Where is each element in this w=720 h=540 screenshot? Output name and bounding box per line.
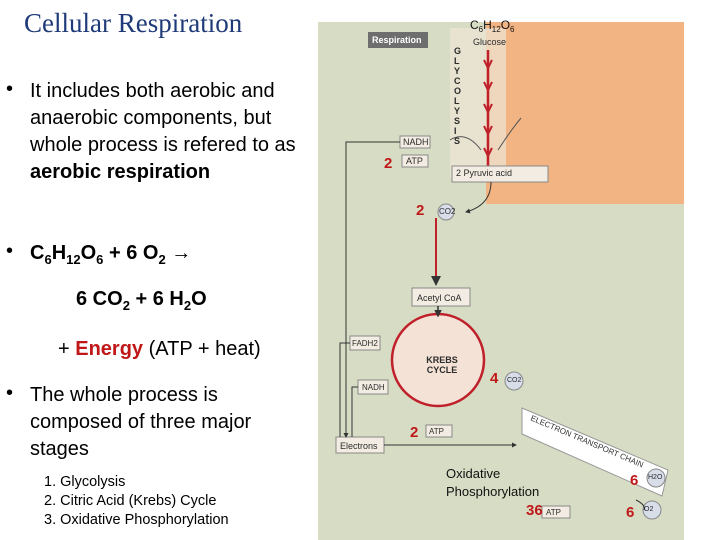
fadh2-label: FADH2 xyxy=(352,339,378,348)
glycolysis-letter: O xyxy=(454,86,462,96)
stage-item: 3. Oxidative Phosphorylation xyxy=(44,512,229,528)
eq-sub: 12 xyxy=(66,252,81,267)
arrow-icon: → xyxy=(165,242,192,264)
bullet-aerobic: It includes both aerobic and anaerobic c… xyxy=(30,78,300,186)
atp-count-glycolysis: 2 xyxy=(384,155,393,172)
phosphorylation-line: Phosphorylation xyxy=(446,484,540,499)
eq-text: O xyxy=(80,242,97,264)
glucose-formula: C6H12O6 xyxy=(470,18,515,34)
eq-sub: 2 xyxy=(183,298,192,313)
oxidative-line: Oxidative xyxy=(446,466,501,481)
glycolysis-letter: Y xyxy=(454,106,461,116)
glycolysis-letter: S xyxy=(454,116,461,126)
formula-sub: 6 xyxy=(510,25,515,34)
stage-item: 2. Citric Acid (Krebs) Cycle xyxy=(44,493,217,509)
eq-text: (ATP + heat) xyxy=(143,338,261,360)
eq-sub: 6 xyxy=(44,252,52,267)
bullet-aerobic-bold: aerobic respiration xyxy=(30,161,211,183)
atp-label: ATP xyxy=(406,156,423,166)
glycolysis-letter: Y xyxy=(454,66,461,76)
slide-title: Cellular Respiration xyxy=(24,8,243,38)
formula-sub: 12 xyxy=(491,25,501,34)
pyruvic-acid-label: 2 Pyruvic acid xyxy=(456,168,513,178)
glycolysis-letter: G xyxy=(454,46,462,56)
glycolysis-letter: L xyxy=(454,96,460,106)
acetyl-coa-box xyxy=(411,287,471,307)
co2-label: CO2 xyxy=(439,207,456,216)
eq-text: + 6 H xyxy=(129,288,184,310)
glycolysis-letter: S xyxy=(454,136,461,146)
respiration-diagram: ELECTRON TRANSPORT CHAIN xyxy=(318,22,684,540)
eq-sub: 6 xyxy=(96,252,104,267)
acetyl-coa-label: Acetyl CoA xyxy=(417,293,462,303)
krebs-cycle-label: KREBS CYCLE xyxy=(426,355,458,375)
glycolysis-letter: C xyxy=(454,76,461,86)
atp-count-krebs: 2 xyxy=(410,424,419,441)
formula-text: C xyxy=(470,18,479,32)
stage-item: 1. Glycolysis xyxy=(44,474,126,490)
bullet-marker: • xyxy=(6,78,14,100)
glucose-label: Glucose xyxy=(473,37,507,47)
pyruvate-box xyxy=(451,165,549,183)
bullet-aerobic-text: It includes both aerobic and anaerobic c… xyxy=(30,80,296,156)
equation-line-3: + Energy (ATP + heat) xyxy=(58,336,261,363)
electrons-label: Electrons xyxy=(340,441,378,451)
eq-text: + xyxy=(58,338,76,360)
oxidative-phosphorylation-label: Oxidative Phosphorylation xyxy=(446,465,539,501)
nadh-krebs-label: NADH xyxy=(362,383,385,392)
co2-count-krebs: 4 xyxy=(490,370,499,387)
nadh-label: NADH xyxy=(403,137,429,147)
respiration-tag xyxy=(368,32,428,48)
formula-sub: 6 xyxy=(478,25,484,34)
h2o-count: 6 xyxy=(630,472,639,489)
glycolysis-letter: I xyxy=(454,126,457,136)
atp-krebs-label: ATP xyxy=(429,427,444,436)
bullet-marker: • xyxy=(6,382,14,404)
eq-sub: 2 xyxy=(122,298,130,313)
eq-text: 6 CO xyxy=(76,288,123,310)
o2-count: 6 xyxy=(626,504,635,521)
eq-text: C xyxy=(30,242,45,264)
energy-word: Energy xyxy=(75,338,144,360)
bullet-marker: • xyxy=(6,240,14,262)
atp-etc-label: ATP xyxy=(546,508,561,517)
eq-text: + 6 O xyxy=(103,242,159,264)
atp-count-etc: 36 xyxy=(526,502,543,519)
h2o-label: H2O xyxy=(648,474,663,481)
co2-krebs-label: CO2 xyxy=(507,377,522,384)
formula-text: O xyxy=(500,18,511,32)
co2-count-pyruvate: 2 xyxy=(416,202,425,219)
o2-label: O2 xyxy=(644,506,654,513)
eq-sub: 2 xyxy=(158,252,166,267)
formula-text: H xyxy=(483,18,492,32)
eq-text: H xyxy=(51,242,67,264)
electron-transport-chain xyxy=(521,407,669,497)
equation-line-2: 6 CO2 + 6 H2O xyxy=(76,286,207,319)
eq-text: O xyxy=(191,288,207,310)
bullet-stages: The whole process is composed of three m… xyxy=(30,384,252,460)
glycolysis-column xyxy=(450,28,506,178)
respiration-label: Respiration xyxy=(372,35,422,45)
equation-line-1: C6H12O6 + 6 O2 → xyxy=(30,240,191,273)
glycolysis-letter: L xyxy=(454,56,460,66)
